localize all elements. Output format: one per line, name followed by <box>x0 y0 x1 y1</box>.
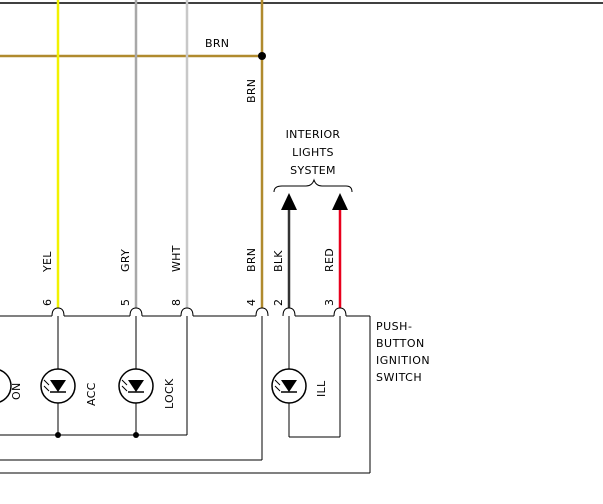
led-icon <box>271 368 307 404</box>
pin-number-4: 4 <box>245 299 258 306</box>
brown-wire <box>0 0 264 308</box>
switch-label-line3: IGNITION <box>376 354 430 367</box>
wire-label-brn-vertical: BRN <box>245 79 258 103</box>
splice-dot-icon <box>55 432 61 438</box>
indicator-label-ill: ILL <box>315 380 328 397</box>
splice-dot-icon <box>133 432 139 438</box>
wire-label-brn: BRN <box>245 248 258 272</box>
pin-number-5: 5 <box>119 299 132 306</box>
wire-label-yel: YEL <box>41 251 54 273</box>
interior-lights-label-line2: LIGHTS <box>292 146 334 159</box>
wire-label-wht: WHT <box>170 245 183 272</box>
interior-lights-label-line3: SYSTEM <box>290 164 336 177</box>
wire-label-brn-top: BRN <box>205 37 229 50</box>
indicator-label-acc: ACC <box>85 382 98 406</box>
pin-number-2: 2 <box>272 299 285 306</box>
interior-lights-label-line1: INTERIOR <box>286 128 341 141</box>
led-icon <box>118 368 154 404</box>
indicator-label-lock: LOCK <box>163 378 176 409</box>
splice-dot-icon <box>258 52 266 60</box>
arrow-up-icon <box>281 193 297 210</box>
switch-label-line1: PUSH- <box>376 320 412 333</box>
switch-label-line4: SWITCH <box>376 371 422 384</box>
pin-number-6: 6 <box>41 299 54 306</box>
switch-box <box>0 315 371 474</box>
pin-number-8: 8 <box>170 299 183 306</box>
connector-pin-icon <box>51 307 347 317</box>
led-icon <box>0 369 12 403</box>
wire-label-blk: BLK <box>272 250 285 272</box>
wire-label-gry: GRY <box>119 249 132 272</box>
indicator-label-on: ON <box>10 383 23 401</box>
switch-label-line2: BUTTON <box>376 337 425 350</box>
arrow-up-icon <box>332 193 348 210</box>
wire-label-red: RED <box>323 248 336 272</box>
pin-number-3: 3 <box>323 299 336 306</box>
led-icon <box>40 368 76 404</box>
brace-icon <box>273 178 353 193</box>
